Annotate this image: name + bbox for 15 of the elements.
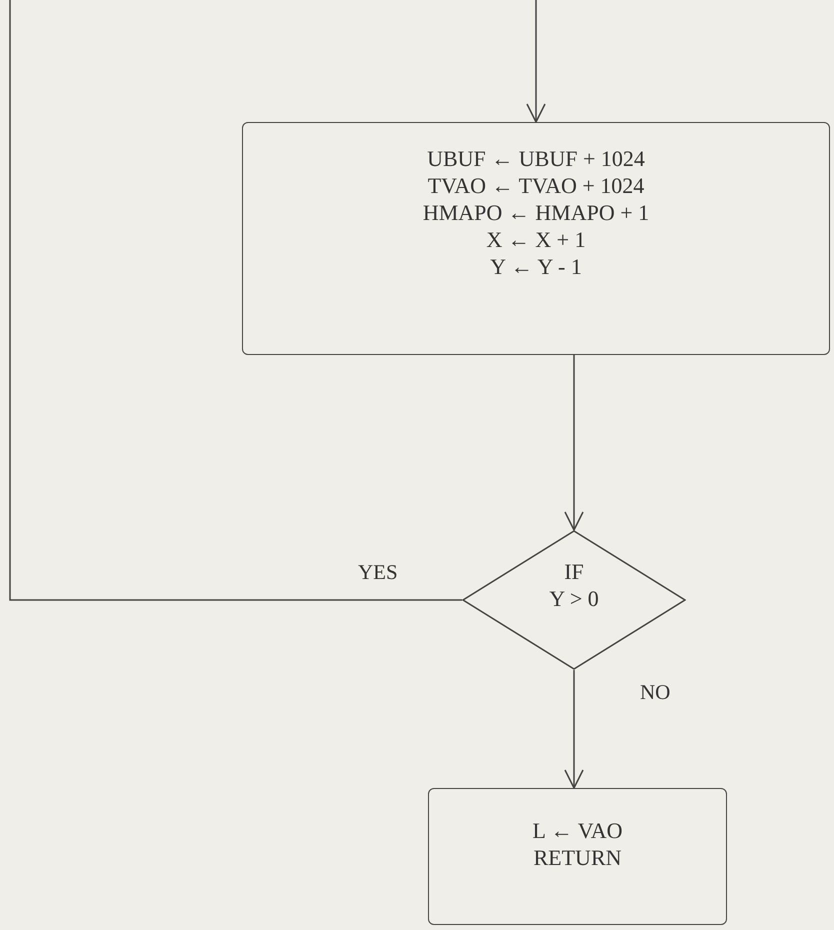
- decision-diamond: [462, 530, 686, 670]
- statement-text: Y > 0: [549, 585, 599, 612]
- statement-text: X ← X + 1: [486, 226, 586, 253]
- statement-text: L ← VAO: [532, 817, 623, 844]
- arrow: [526, 0, 546, 123]
- arrow: [564, 670, 584, 789]
- arrow: [564, 355, 584, 531]
- process-box: [242, 122, 830, 355]
- statement-text: RETURN: [534, 844, 622, 871]
- statement-text: IF: [564, 558, 584, 585]
- process-box: [428, 788, 727, 925]
- statement-text: Y ← Y - 1: [490, 253, 582, 280]
- statement-text: TVAO ← TVAO + 1024: [428, 172, 644, 199]
- statement-text: HMAPO ← HMAPO + 1: [422, 199, 650, 226]
- statement-text: UBUF ← UBUF + 1024: [427, 145, 645, 172]
